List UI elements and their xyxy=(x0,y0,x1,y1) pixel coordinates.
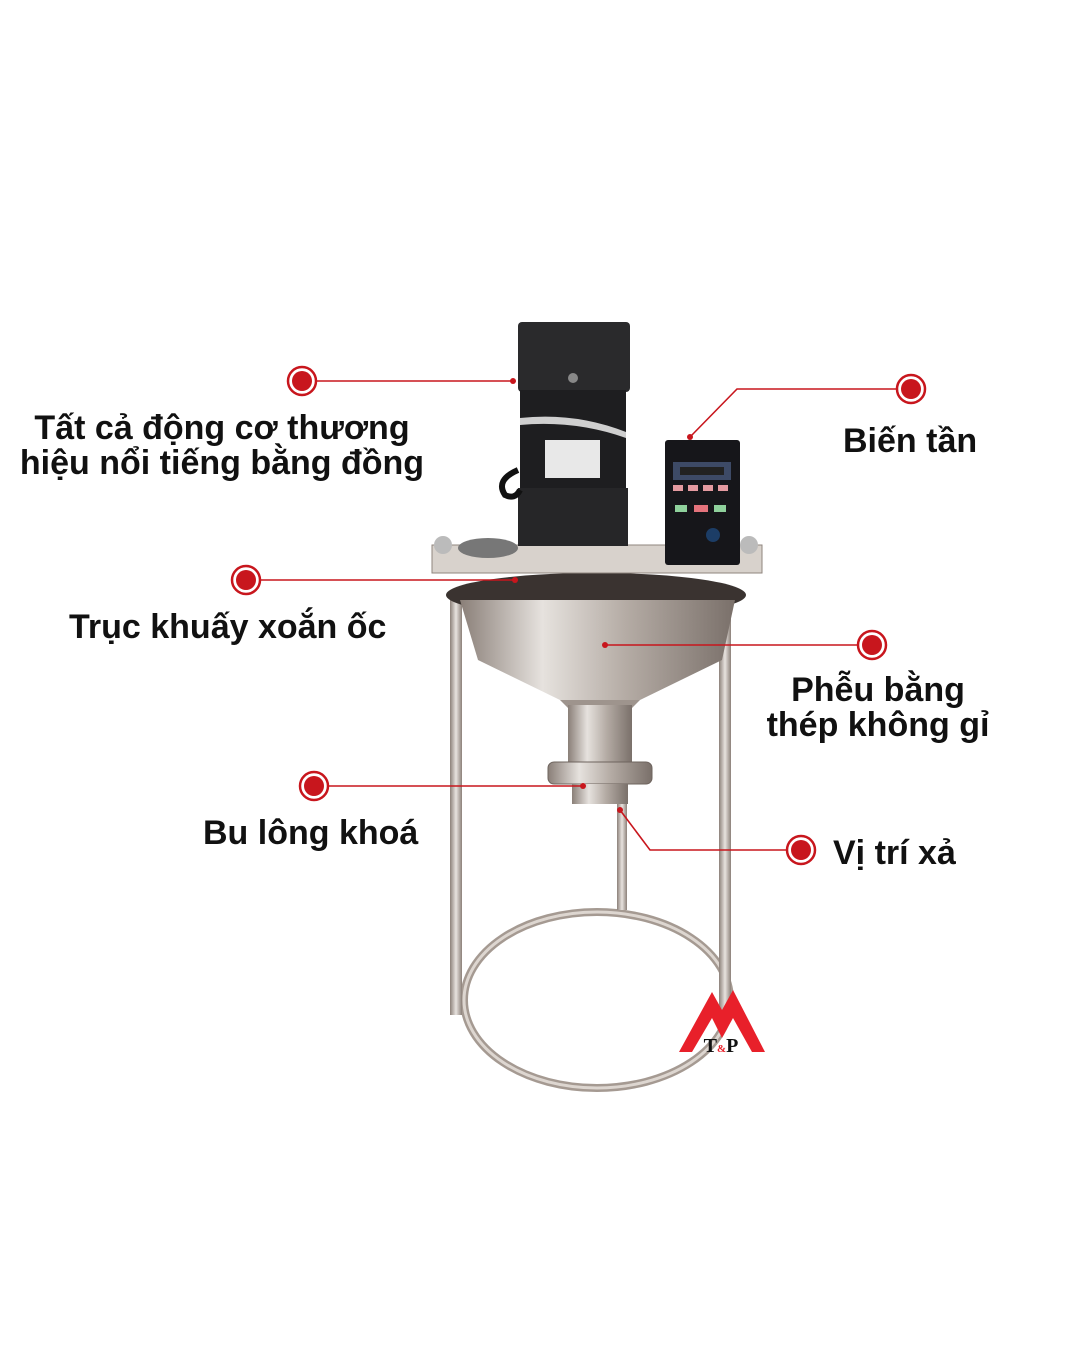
callout-inverter-label: Biến tần xyxy=(843,422,978,460)
stand-frame xyxy=(450,595,734,1092)
svg-text:T&P: T&P xyxy=(704,1035,739,1057)
callout-hopper-label: Phễu bằng thép không gỉ xyxy=(750,673,1006,743)
marker-shaft xyxy=(230,564,262,596)
callout-shaft-label: Trục khuấy xoắn ốc xyxy=(69,608,387,646)
hopper-label-line1: Phễu bằng xyxy=(791,671,965,709)
tp-logo: T&P xyxy=(679,990,765,1057)
callout-outlet-label: Vị trí xả xyxy=(833,834,956,872)
callout-endpoints xyxy=(510,378,693,813)
motor-label-line1: Tất cả động cơ thương xyxy=(34,409,410,447)
stainless-hopper xyxy=(446,573,746,804)
motor-label-line2: hiệu nổi tiếng bằng đồng xyxy=(19,444,425,482)
marker-motor xyxy=(286,365,318,397)
callout-markers xyxy=(230,365,927,866)
inverter-device xyxy=(665,440,740,565)
marker-hopper xyxy=(856,629,888,661)
marker-bolt xyxy=(298,770,330,802)
hopper-label-line2: thép không gỉ xyxy=(766,706,990,744)
callout-motor-label: Tất cả động cơ thương hiệu nổi tiếng bằn… xyxy=(0,411,444,481)
marker-outlet xyxy=(785,834,817,866)
callout-lines xyxy=(260,380,897,851)
motor xyxy=(499,322,630,546)
marker-inverter xyxy=(895,373,927,405)
callout-bolt-label: Bu lông khoá xyxy=(203,814,419,852)
